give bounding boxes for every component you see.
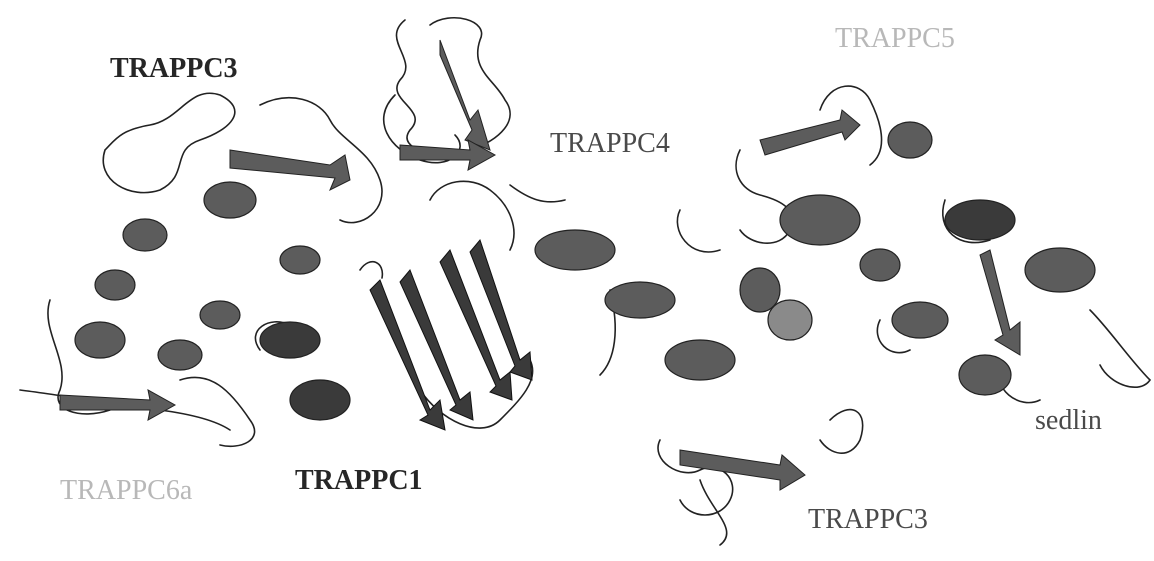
trappc1-loop <box>430 181 514 250</box>
label-trappc6a: TRAPPC6a <box>60 477 192 505</box>
label-trappc4: TRAPPC4 <box>550 130 670 158</box>
trappc3-bottom-loop <box>700 480 727 545</box>
helix <box>892 302 948 338</box>
helix <box>945 200 1015 240</box>
helix <box>888 122 932 158</box>
helix <box>780 195 860 245</box>
beta-strand <box>440 40 490 150</box>
helix <box>768 300 812 340</box>
helix <box>860 249 900 281</box>
beta-strand <box>470 240 532 380</box>
helix <box>665 340 735 380</box>
sedlin-loop <box>1090 310 1150 387</box>
helix <box>158 340 202 370</box>
helix <box>260 322 320 358</box>
trappc3-left-loop <box>103 93 235 192</box>
trappc6a-loop <box>180 377 255 446</box>
trappc3-bottom-loop <box>820 410 863 454</box>
beta-strand <box>230 150 350 190</box>
label-trappc3-bottom: TRAPPC3 <box>808 506 928 534</box>
helix <box>204 182 256 218</box>
helix <box>740 268 780 312</box>
beta-strand <box>760 110 860 155</box>
helix <box>959 355 1011 395</box>
helix <box>75 322 125 358</box>
label-trappc1: TRAPPC1 <box>295 467 423 495</box>
helix <box>200 301 240 329</box>
helix <box>290 380 350 420</box>
helix <box>123 219 167 251</box>
label-trappc3-top: TRAPPC3 <box>110 55 238 83</box>
helix <box>605 282 675 318</box>
beta-strand <box>980 250 1020 355</box>
label-sedlin: sedlin <box>1035 407 1102 435</box>
trappc5-loop <box>677 210 720 252</box>
linker-loop <box>510 185 565 202</box>
beta-strand <box>60 390 175 420</box>
helix <box>535 230 615 270</box>
trappc1-loop <box>360 262 382 278</box>
helix <box>1025 248 1095 292</box>
label-trappc5: TRAPPC5 <box>835 25 955 53</box>
helix <box>280 246 320 274</box>
trappc3-bottom-loop <box>658 440 733 515</box>
helix <box>95 270 135 300</box>
